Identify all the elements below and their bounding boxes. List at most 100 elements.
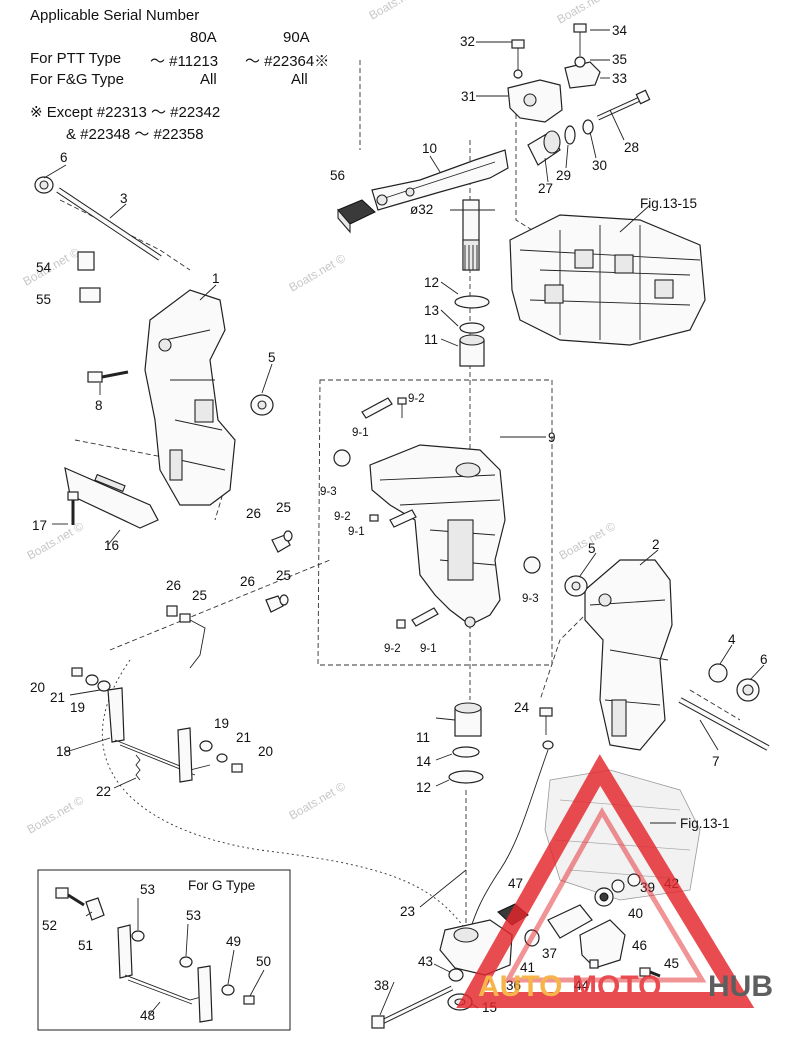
- part-38-bolt: [371, 985, 454, 1029]
- part-6-nut-left: [34, 176, 54, 194]
- part-12-washer-upper: [454, 295, 490, 309]
- part-42-washer: [627, 873, 641, 887]
- part-7-tilt-rod: [678, 697, 770, 751]
- label-fig-13-1: Fig.13-1: [680, 816, 730, 831]
- part-45-screw: [639, 967, 661, 978]
- label-12-lower: 12: [416, 780, 431, 795]
- label-27: 27: [538, 181, 553, 196]
- label-29: 29: [556, 168, 571, 183]
- label-for-g-type: For G Type: [188, 878, 255, 893]
- label-5-left: 5: [268, 350, 276, 365]
- label-21-left: 21: [50, 690, 65, 705]
- part-9-1-pin-c: [411, 607, 439, 627]
- part-10-steering-arm: [371, 149, 509, 211]
- part-18-bracket: [107, 687, 211, 776]
- ptt-type-label: For PTT Type: [30, 50, 122, 67]
- label-2: 2: [652, 537, 660, 552]
- fg-80a-serial: All: [200, 71, 217, 88]
- label-52: 52: [42, 918, 57, 933]
- part-17-bolt: [67, 491, 79, 525]
- label-21-right: 21: [236, 730, 251, 745]
- part-25-cap-a: [283, 530, 293, 542]
- label-28: 28: [624, 140, 639, 155]
- label-14: 14: [416, 754, 432, 769]
- label-9: 9: [548, 430, 556, 445]
- label-11-lower: 11: [416, 730, 430, 745]
- label-fig-13-15: Fig.13-15: [640, 196, 697, 211]
- label-9-1-c: 9-1: [420, 643, 437, 655]
- part-4-bushing: [708, 663, 728, 683]
- part-56-grip: [337, 199, 376, 234]
- label-53-b: 53: [186, 908, 201, 923]
- watermark-text: Boats.net ©: [287, 251, 349, 295]
- part-2-stern-bracket-right: [584, 559, 673, 751]
- label-32: 32: [460, 34, 475, 49]
- label-40: 40: [628, 906, 643, 921]
- label-43: 43: [418, 954, 433, 969]
- part-25-cap-b: [279, 594, 289, 606]
- fig-13-15-housing: [509, 214, 706, 346]
- part-11-bushing-lower: [454, 702, 482, 737]
- part-53-nut-b: [179, 956, 193, 968]
- label-6-left: 6: [60, 150, 68, 165]
- part-32-screw: [511, 39, 525, 79]
- label-19-right: 19: [214, 716, 229, 731]
- label-6-right: 6: [760, 652, 768, 667]
- label-36: 36: [506, 978, 521, 993]
- part-27-bushing: [527, 130, 561, 166]
- label-7: 7: [712, 754, 720, 769]
- part-28-bolt: [596, 89, 651, 121]
- label-35: 35: [612, 52, 627, 67]
- label-22: 22: [96, 784, 111, 799]
- ptt-90a-serial: 〜 #22364※: [245, 53, 330, 70]
- steering-shaft: [450, 199, 495, 271]
- label-47: 47: [508, 876, 523, 891]
- label-41: 41: [520, 960, 535, 975]
- part-31-clamp: [507, 79, 563, 123]
- label-26-b: 26: [240, 574, 255, 589]
- watermark-text: Boats.net ©: [25, 793, 87, 837]
- label-23: 23: [400, 904, 415, 919]
- label-24: 24: [514, 700, 530, 715]
- part-3-tilt-tube: [56, 187, 162, 261]
- part-46-cover: [579, 919, 626, 969]
- part-9-1-pin-a: [361, 397, 393, 419]
- logo-text-auto: AUTO: [478, 970, 562, 1003]
- part-5-washer-left: [250, 394, 274, 416]
- label-9-3-b: 9-3: [522, 593, 539, 605]
- label-25-b: 25: [276, 568, 291, 583]
- part-22-spring: [135, 754, 141, 781]
- label-13: 13: [424, 303, 439, 318]
- part-34-screw: [573, 23, 587, 56]
- label-49: 49: [226, 934, 241, 949]
- label-54: 54: [36, 260, 52, 275]
- part-13-seal: [459, 322, 485, 334]
- label-33: 33: [612, 71, 627, 86]
- label-56: 56: [330, 168, 345, 183]
- part-11-bushing-upper: [459, 334, 485, 367]
- part-43-washer: [448, 968, 464, 982]
- logo-text-moto: MOTO: [572, 970, 661, 1003]
- part-54-plate: [77, 251, 95, 271]
- part-20-21-19-fasteners-left: [71, 667, 111, 692]
- part-9-1-pin-b: [389, 509, 417, 528]
- part-6-nut-right: [736, 678, 760, 702]
- part-55-plate: [79, 287, 101, 303]
- label-26-a: 26: [246, 506, 261, 521]
- label-9-2-b: 9-2: [334, 511, 351, 523]
- part-9-2-screw-a: [397, 397, 407, 418]
- label-16: 16: [104, 538, 119, 553]
- label-30: 30: [592, 158, 607, 173]
- label-25-a: 25: [276, 500, 291, 515]
- label-19-left: 19: [70, 700, 85, 715]
- label-53-a: 53: [140, 882, 155, 897]
- part-25-cap-c: [179, 613, 206, 669]
- label-9-1-b: 9-1: [348, 526, 365, 538]
- label-9-1-a: 9-1: [352, 427, 369, 439]
- part-26-fitting-c: [166, 605, 178, 617]
- col-header-90a: 90A: [283, 29, 310, 46]
- label-5-right: 5: [588, 541, 596, 556]
- part-12-washer-lower: [448, 770, 484, 784]
- part-9-swivel-bracket: [369, 444, 506, 628]
